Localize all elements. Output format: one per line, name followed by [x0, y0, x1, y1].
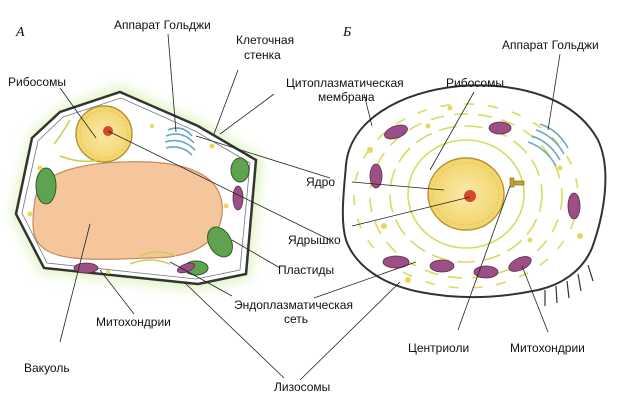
plant-ribosome-dots: [27, 124, 229, 274]
label-cell-wall-line1: Клеточная: [236, 33, 294, 47]
label-vacuole: Вакуоль: [24, 361, 70, 375]
label-nucleolus: Ядрышко: [288, 233, 341, 247]
plant-chloroplasts: [35, 157, 250, 276]
panel-letter-plant: А: [15, 25, 25, 40]
animal-nucleus: [427, 157, 505, 231]
animal-granules: [367, 105, 583, 283]
plant-er: [53, 119, 177, 265]
label-cell-wall-line2: стенка: [244, 48, 281, 62]
label-golgi-plant: Аппарат Гольджи: [114, 18, 211, 32]
label-er-line1: Эндоплазматическая: [234, 298, 353, 312]
label-nucleus: Ядро: [306, 175, 335, 189]
animal-golgi: [527, 123, 569, 167]
label-lysosomes: Лизосомы: [274, 380, 330, 394]
label-plastids: Пластиды: [278, 263, 334, 277]
label-ribosomes-plant: Рибосомы: [8, 75, 66, 89]
vacuole-shape: [32, 161, 223, 260]
label-centrioles: Центриоли: [408, 341, 469, 355]
label-mitochondria-plant: Митохондрии: [96, 315, 171, 329]
label-golgi-animal: Аппарат Гольджи: [502, 38, 599, 52]
label-ribosomes-animal: Рибосомы: [446, 76, 504, 90]
animal-centrioles: [509, 177, 525, 188]
label-er-line2: сеть: [284, 312, 308, 326]
labels: А Б Аппарат Гольджи Клеточная стенка Риб…: [8, 18, 599, 394]
animal-cell: [341, 84, 607, 306]
plant-golgi: [164, 127, 196, 156]
animal-microvilli: [544, 264, 594, 306]
plant-cell-membrane: [21, 97, 251, 280]
label-cytoplasmic-membrane-line2: мембрана: [318, 90, 375, 104]
label-cytoplasmic-membrane-line1: Цитоплазматическая: [286, 76, 404, 90]
animal-nucleolus: [464, 190, 476, 202]
plant-nucleus: [75, 105, 133, 163]
animal-mitochondria: [369, 121, 581, 279]
label-mitochondria-animal: Митохондрии: [510, 341, 585, 355]
panel-letter-animal: Б: [342, 25, 351, 40]
leader-lines: [59, 33, 561, 381]
